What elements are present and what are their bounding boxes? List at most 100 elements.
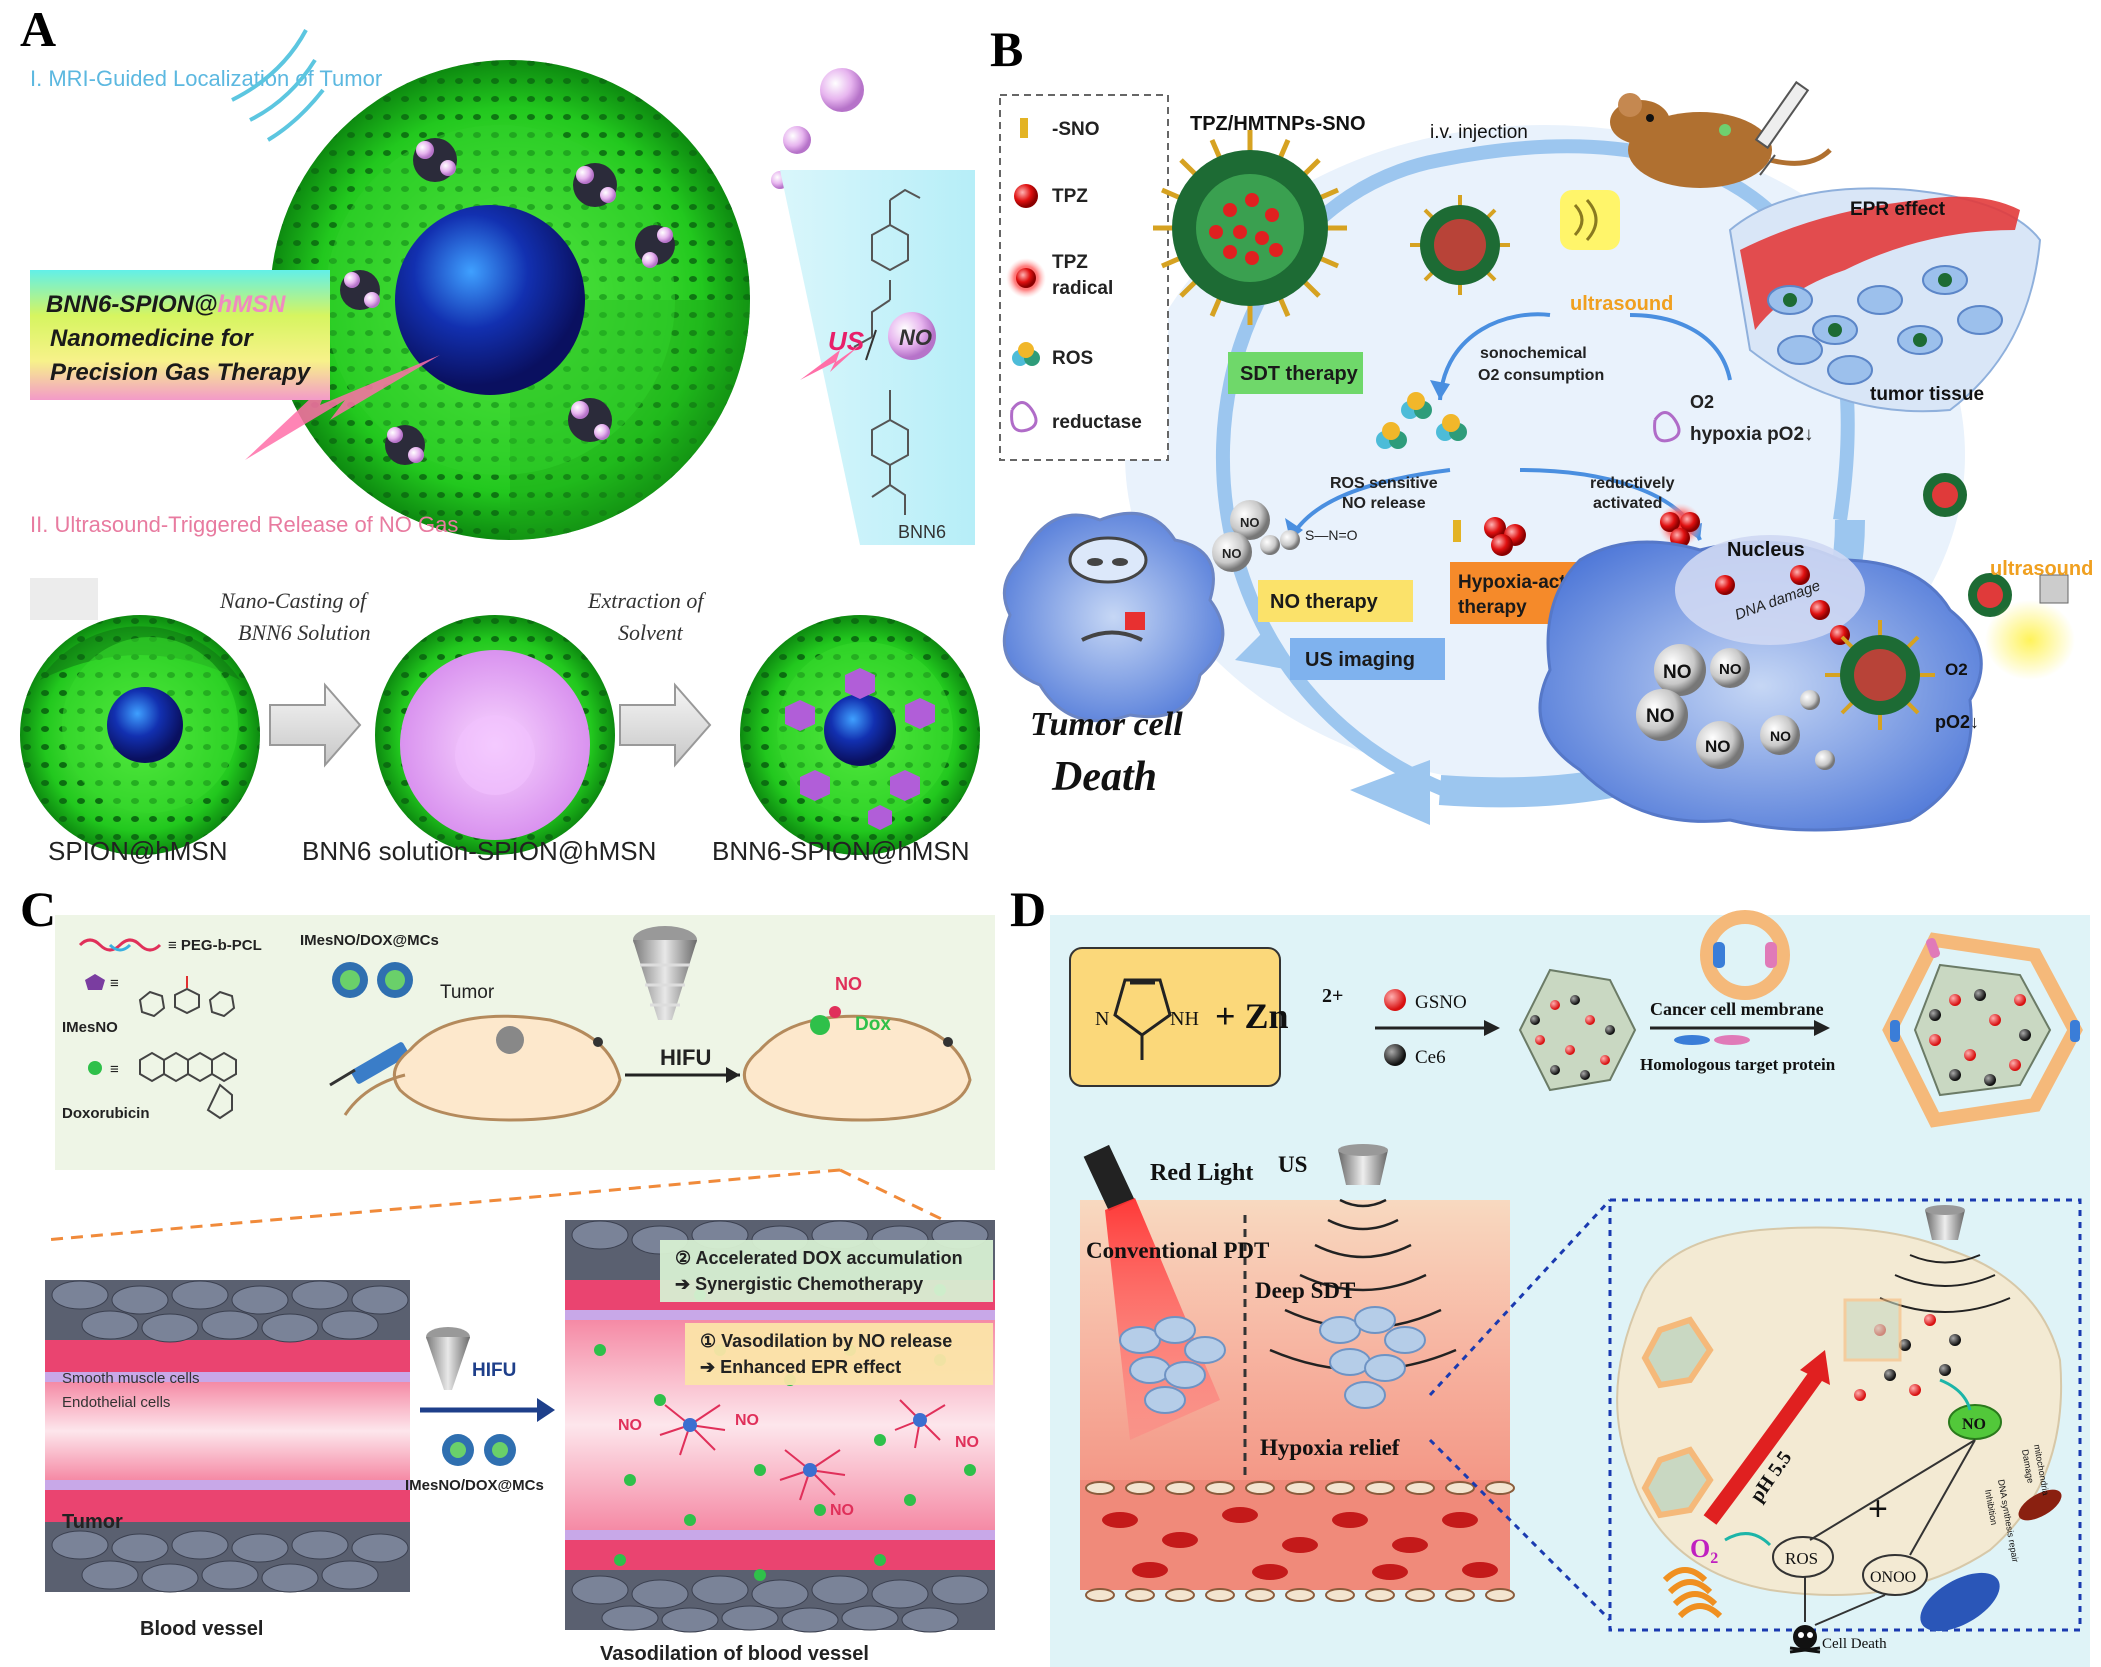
no-ball [888,312,936,360]
cell-death-label: Cell Death [1822,1636,1887,1652]
no-label-vessel: NO [735,1412,759,1429]
ros-label-d: ROS [1785,1549,1818,1568]
target-protein-icon [1714,1035,1750,1045]
nanoparticle-inset [1641,1316,1714,1519]
dox-label-c: Dox [855,1014,891,1035]
mitochondria-icon [2018,1489,2062,1521]
no-label-vessel: NO [830,1502,854,1519]
ce6-legend: Ce6 [1384,1044,1446,1068]
membrane-vesicle [1700,910,1790,1000]
onoo-bubble [1862,1554,1928,1596]
no-label-c: NO [835,974,862,994]
blood-vessel-label: Blood vessel [140,1618,263,1640]
svg-text:radical: radical [1052,278,1113,299]
gas-ball [820,68,864,112]
placeholder-box [30,578,98,620]
reduct-text-line2: activated [1593,495,1662,512]
imidazole-box [1069,947,1281,1087]
svg-text:ROS: ROS [1052,348,1093,369]
cancer-membrane-label: Cancer cell membrane [1650,999,1824,1019]
svg-text:-SNO: -SNO [1052,119,1100,140]
np-title: TPZ/HMTNPs-SNO [1190,113,1366,135]
us-imaging-label: US imaging [1305,649,1415,671]
sphere-bnn6-solution [375,615,615,855]
ph-arrow [1703,1365,1827,1525]
sphere3-label: BNN6-SPION@hMSN [712,836,970,866]
ros-text-line2: NO release [1342,495,1426,512]
spion-core [395,205,585,395]
tpz-radical-cluster [1658,503,1702,548]
golgi-icon [1662,1567,1723,1619]
o2-label: O2 [1690,392,1714,412]
endothelial-label: Endothelial cells [62,1394,170,1411]
particle-top-right [1923,473,2012,617]
svg-text:≡: ≡ [110,975,119,992]
hifu-transducer-2 [426,1327,470,1390]
box2-line2: ➔ Synergistic Chemotherapy [675,1274,923,1294]
po2-label: pO2↓ [1935,712,1979,732]
sono-arrow-left [1438,312,1551,401]
mouse-1 [343,1014,622,1122]
hifu-label: HIFU [660,1045,711,1070]
lightning-icon [245,355,440,460]
bnn6-label: BNN6 [898,522,946,542]
peg-pcl-icon [78,938,162,952]
panel-c-label: C [20,881,57,937]
no-label-d: NO [1962,1416,1986,1433]
svg-text:GSNO: GSNO [1415,992,1467,1013]
svg-text:NO: NO [1719,661,1742,678]
tumor-label-2: Tumor [62,1511,123,1533]
panel-d-label: D [1010,881,1047,937]
legend-ros: ROS [1012,342,1093,369]
homologous-label: Homologous target protein [1640,1055,1836,1074]
panel-c: C ≡ PEG-b-PCL ≡ IMesNO ≡ [0,880,1010,1667]
svg-text:TPZ: TPZ [1052,186,1088,207]
target-protein-icon [1674,1035,1710,1045]
death-text-line2: Death [1051,754,1157,800]
svg-text:NO: NO [1705,737,1731,756]
ultrasound-glow [1985,600,2075,680]
us-label: US [828,326,865,356]
svg-text:≡: ≡ [110,1061,119,1078]
arrow1-text-line2: BNN6 Solution [238,620,371,645]
ultrasound-icon [1560,190,1620,250]
injection-label: i.v. injection [1430,122,1528,143]
outcome-box-2 [660,1240,993,1302]
box-title-accent: hMSN [217,291,286,318]
hypoxia-relief-label: Hypoxia relief [1260,1435,1400,1460]
tpz-cluster [1484,517,1526,556]
process-arrow-2 [619,682,712,768]
nanomedicine-box [30,270,330,400]
svg-text:BNN6-SPION@hMSN: BNN6-SPION@hMSN [46,291,286,318]
step1-text: I. MRI-Guided Localization of Tumor [30,66,382,91]
legend-peg: PEG-b-PCL [181,937,262,954]
panel-a: A [0,0,990,880]
box-line2: Nanomedicine for [50,325,254,352]
smooth-muscle-label: Smooth muscle cells [62,1370,200,1387]
mcs-label: IMesNO/DOX@MCs [300,932,439,949]
tumor-tissue-illustration [1728,187,2042,413]
syringe-icon [1754,80,1810,176]
tumor-tissue-label: tumor tissue [1870,384,1984,405]
death-arrows [1804,1577,1886,1626]
us-imaging-box [1290,638,1445,680]
svg-text:NO: NO [1240,515,1260,530]
tumor-label: Tumor [440,982,495,1003]
svg-text:≡ PEG-b-PCL: ≡ PEG-b-PCL [168,937,262,954]
cycle-arrowhead [1235,625,1290,670]
vasodilation-label: Vasodilation of blood vessel [600,1643,869,1665]
gsno-legend: GSNO [1384,989,1467,1013]
tpz-in-nucleus [1715,565,1850,645]
reaction-lines [1809,1439,1976,1556]
blood-vessel-normal [45,1280,410,1593]
outcome-box-1 [685,1323,993,1385]
bnn6-zoom-panel [780,170,975,545]
nucleus-label: Nucleus [1727,539,1805,561]
svg-text:NO: NO [1770,728,1791,744]
sphere2-label: BNN6 solution-SPION@hMSN [302,836,656,866]
mouse-2 [742,1006,972,1122]
no-therapy-label: NO therapy [1270,591,1379,613]
panel-b: B [990,0,2101,880]
arrow1-text-line1: Nano-Casting of [219,588,369,613]
tumor-cell-cluster-1 [1119,1316,1226,1414]
